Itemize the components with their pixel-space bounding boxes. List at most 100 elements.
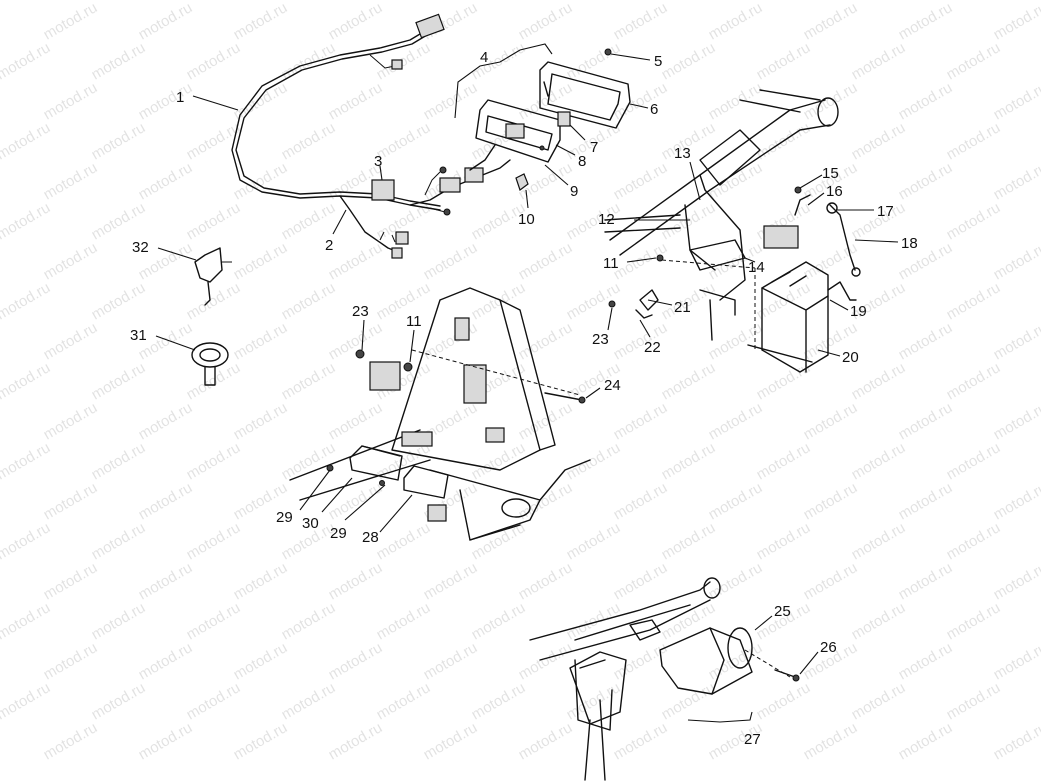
watermark-text: motod.ru — [279, 359, 339, 403]
watermark-text: motod.ru — [516, 639, 576, 683]
watermark-text: motod.ru — [89, 599, 149, 643]
watermark-text: motod.ru — [89, 679, 149, 723]
watermark-text: motod.ru — [326, 0, 386, 43]
watermark-text: motod.ru — [184, 199, 244, 243]
watermark-text: motod.ru — [231, 319, 291, 363]
watermark-text: motod.ru — [611, 719, 671, 763]
callout-19: 19 — [850, 303, 867, 320]
callout-12: 12 — [598, 211, 615, 228]
watermark-text: motod.ru — [136, 159, 196, 203]
frame-battery-section — [604, 89, 861, 373]
watermark-text: motod.ru — [136, 399, 196, 443]
watermark-text: motod.ru — [231, 0, 291, 43]
watermark-text: motod.ru — [896, 319, 956, 363]
watermark-text: motod.ru — [184, 39, 244, 83]
watermark-text: motod.ru — [564, 279, 624, 323]
watermark-text: motod.ru — [611, 0, 671, 43]
callout-15: 15 — [822, 165, 839, 182]
watermark-text: motod.ru — [564, 39, 624, 83]
watermark-text: motod.ru — [801, 79, 861, 123]
watermark-text: motod.ru — [41, 399, 101, 443]
watermark-text: motod.ru — [991, 0, 1041, 43]
watermark-text: motod.ru — [0, 199, 53, 243]
watermark-text: motod.ru — [421, 559, 481, 603]
module-30 — [349, 445, 403, 481]
watermark-text: motod.ru — [659, 519, 719, 563]
watermark-text: motod.ru — [516, 719, 576, 763]
watermark-text: motod.ru — [801, 559, 861, 603]
connector-3 — [371, 179, 395, 201]
watermark-text: motod.ru — [611, 159, 671, 203]
callout-16: 16 — [826, 183, 843, 200]
watermark-text: motod.ru — [279, 279, 339, 323]
watermark-text: motod.ru — [326, 639, 386, 683]
watermark-text: motod.ru — [611, 319, 671, 363]
watermark-text: motod.ru — [944, 199, 1004, 243]
callout-14: 14 — [748, 259, 765, 276]
watermark-text: motod.ru — [849, 599, 909, 643]
callout-21: 21 — [674, 299, 691, 316]
watermark-text: motod.ru — [659, 439, 719, 483]
callout-24: 24 — [604, 377, 621, 394]
watermark-text: motod.ru — [801, 0, 861, 43]
watermark-text: motod.ru — [896, 159, 956, 203]
watermark-text: motod.ru — [89, 519, 149, 563]
watermark-text: motod.ru — [801, 399, 861, 443]
watermark-text: motod.ru — [706, 479, 766, 523]
callout-26: 26 — [820, 639, 837, 656]
watermark-text: motod.ru — [326, 399, 386, 443]
callout-4: 4 — [480, 49, 488, 66]
watermark-text: motod.ru — [944, 599, 1004, 643]
watermark-text: motod.ru — [326, 719, 386, 763]
watermark-text: motod.ru — [611, 239, 671, 283]
tail-light-assembly — [469, 48, 631, 191]
watermark-text: motod.ru — [991, 159, 1041, 203]
watermark-text: motod.ru — [659, 359, 719, 403]
watermark-text: motod.ru — [89, 39, 149, 83]
watermark-text: motod.ru — [326, 239, 386, 283]
watermark-text: motod.ru — [279, 0, 339, 3]
watermark-text: motod.ru — [0, 279, 53, 323]
watermark-text: motod.ru — [944, 119, 1004, 163]
watermark-text: motod.ru — [849, 439, 909, 483]
watermark-text: motod.ru — [279, 439, 339, 483]
watermark-text: motod.ru — [849, 519, 909, 563]
watermark-text: motod.ru — [231, 559, 291, 603]
callout-2: 2 — [325, 237, 333, 254]
watermark-text: motod.ru — [469, 599, 529, 643]
watermark-text: motod.ru — [184, 279, 244, 323]
watermark-text: motod.ru — [944, 679, 1004, 723]
watermark-text: motod.ru — [374, 679, 434, 723]
watermark-text: motod.ru — [754, 679, 814, 723]
callout-7: 7 — [590, 139, 598, 156]
watermark-text: motod.ru — [0, 439, 53, 483]
watermark-text: motod.ru — [991, 479, 1041, 523]
watermark-text: motod.ru — [469, 39, 529, 83]
watermark-text: motod.ru — [944, 359, 1004, 403]
watermark-text: motod.ru — [896, 559, 956, 603]
watermark-text: motod.ru — [184, 519, 244, 563]
watermark-text: motod.ru — [136, 719, 196, 763]
callout-18: 18 — [901, 235, 918, 252]
watermark-text: motod.ru — [944, 279, 1004, 323]
watermark-text: motod.ru — [896, 719, 956, 763]
watermark-text: motod.ru — [611, 479, 671, 523]
watermark-text: motod.ru — [279, 119, 339, 163]
watermark-text: motod.ru — [706, 399, 766, 443]
watermark-text: motod.ru — [41, 559, 101, 603]
callout-27: 27 — [744, 731, 761, 748]
callout-13: 13 — [674, 145, 691, 162]
watermark-text: motod.ru — [469, 0, 529, 3]
watermark-text: motod.ru — [279, 599, 339, 643]
watermark-text: motod.ru — [231, 399, 291, 443]
watermark-text: motod.ru — [421, 239, 481, 283]
callout-25: 25 — [774, 603, 791, 620]
watermark-text: motod.ru — [184, 679, 244, 723]
starter-25 — [659, 627, 753, 695]
watermark-text: motod.ru — [0, 679, 53, 723]
watermark-text: motod.ru — [89, 199, 149, 243]
starter-section — [529, 577, 800, 781]
watermark-text: motod.ru — [421, 319, 481, 363]
